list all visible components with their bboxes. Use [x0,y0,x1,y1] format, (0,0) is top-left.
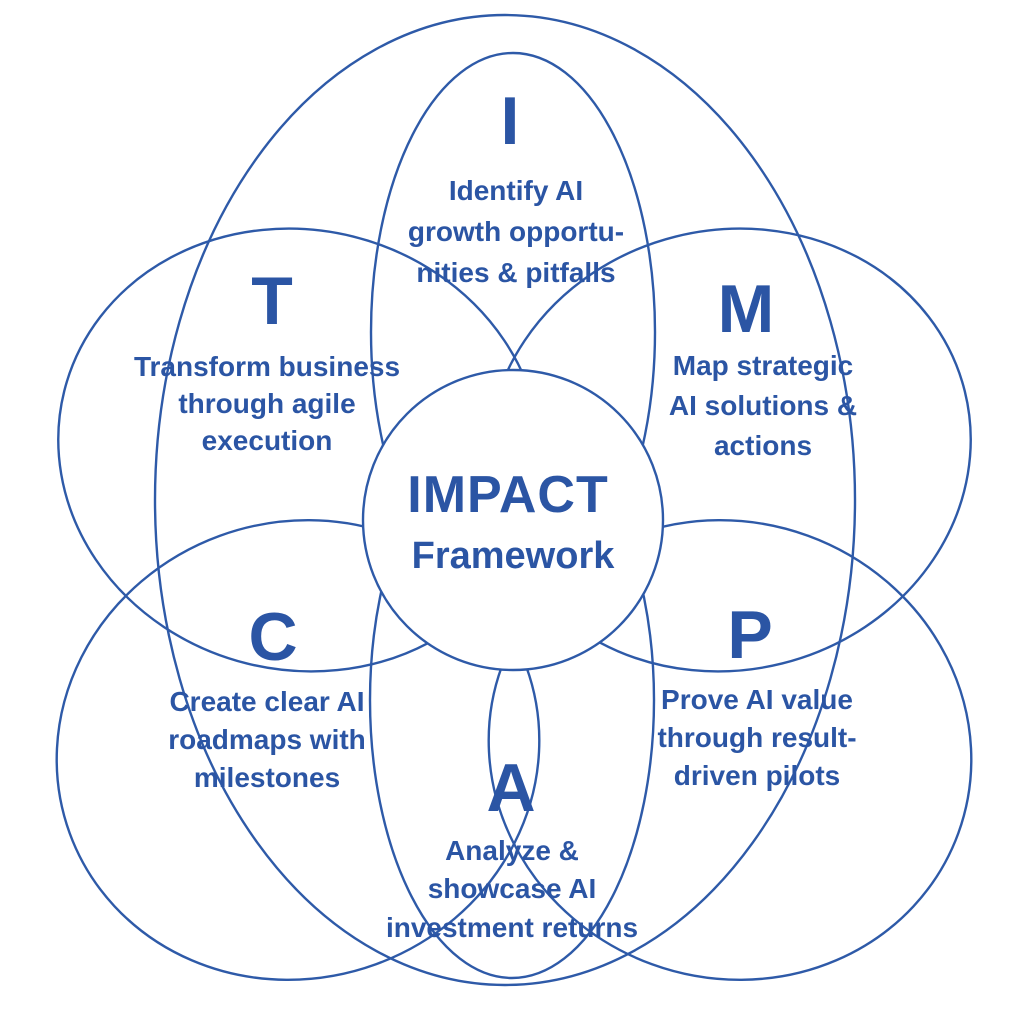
center-circle [361,368,665,672]
petal-transform-line-2: through agile [178,388,356,419]
petal-prove-letter: P [727,597,773,673]
petal-analyze-line-3: investment returns [385,912,639,943]
petal-prove-line-2: through result- [657,722,857,753]
petal-transform-line-3: execution [201,425,333,456]
petal-identify-line-1: Identify AI [448,175,584,206]
outer-ellipse-outline [153,13,857,987]
center-subtitle: Framework [411,535,615,577]
petal-analyze-line-2: showcase AI [427,873,597,904]
petal-transform-letter: T [251,263,293,339]
petal-analyze-line-1: Analyze & [445,835,579,866]
petal-analyze-letter: A [486,750,536,826]
center-title: IMPACT [407,466,609,524]
petal-map-line-1: Map strategic [672,350,854,381]
petal-identify-line-3: nities & pitfalls [416,257,616,288]
petal-prove-line-1: Prove AI value [661,684,853,715]
petal-create-line-2: roadmaps with [168,724,366,755]
petal-create-line-3: milestones [193,762,341,793]
petal-identify-line-2: growth opportu- [407,216,625,247]
petal-identify-letter: I [500,83,520,159]
petal-prove-line-3: driven pilots [673,760,841,791]
petal-create-line-1: Create clear AI [169,686,365,717]
petal-map-letter: M [717,271,775,347]
petal-create-letter: C [248,599,298,675]
petal-map-line-3: actions [713,430,813,461]
petal-map-line-2: AI solutions & [668,390,858,421]
petal-transform-line-1: Transform business [133,351,401,382]
